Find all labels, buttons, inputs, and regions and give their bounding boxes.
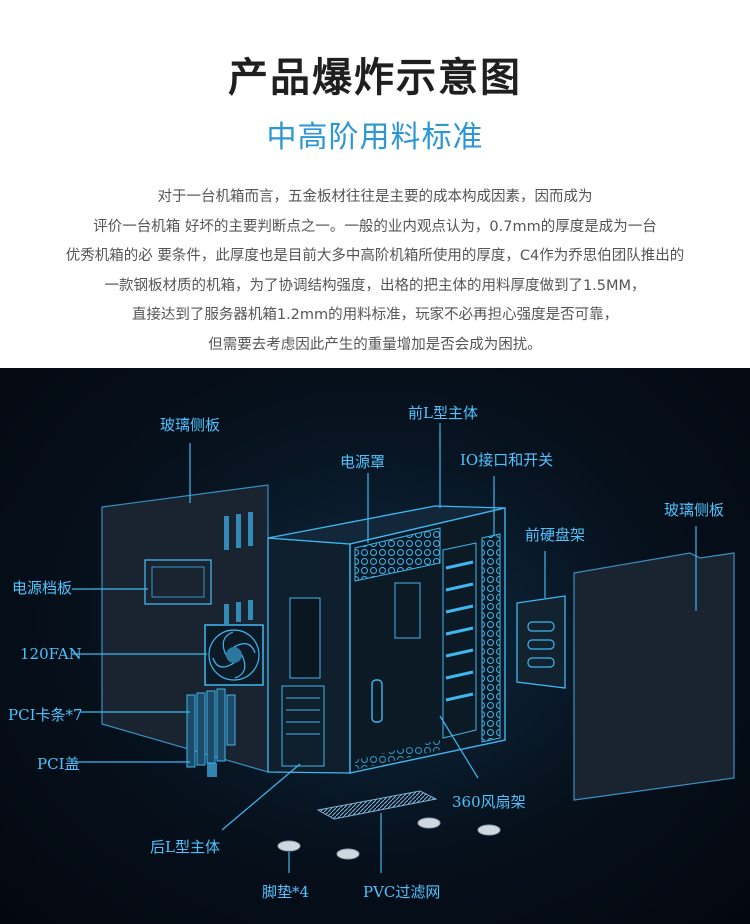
label-pci-card: PCI卡条*7 [8,706,83,724]
feet [277,817,501,860]
description-line: 直接达到了服务器机箱1.2mm的用料标准，玩家不必再担心强度是否可靠， [131,307,619,323]
exploded-view-diagram: 玻璃侧板 前L型主体 电源罩 IO接口和开关 玻璃侧板 前硬盘架 电源档板 12… [0,368,750,924]
description: 对于一台机箱而言，五金板材往往是主要的成本构成因素，因而成为 评价一台机箱 好坏… [0,183,750,360]
leader-lines [72,423,697,873]
label-psu-cover: 电源罩 [340,453,386,471]
pvc-filter [316,790,438,820]
label-front-l-body: 前L型主体 [408,404,478,422]
exploded-view-illustration [50,408,735,888]
description-line: 评价一台机箱 好坏的主要判断点之一。一般的业内观点认为，0.7mm的厚度是成为一… [93,218,657,235]
case-body [267,505,506,774]
pci-brackets [186,688,236,777]
label-rear-l-body: 后L型主体 [150,838,220,856]
page-title: 产品爆炸示意图 [228,55,522,101]
label-feet: 脚垫*4 [262,883,310,901]
front-hdd-bracket [516,595,566,689]
description-line: 对于一台机箱而言，五金板材往往是主要的成本构成因素，因而成为 [157,189,593,205]
description-line: 优秀机箱的必 要条件，此厚度也是目前大多中高阶机箱所使用的厚度，C4作为乔思伯团… [65,248,685,264]
label-pci-cover: PCI盖 [37,755,80,773]
label-fan-360-bracket: 360风扇架 [452,793,526,811]
label-io-ports: IO接口和开关 [460,451,554,469]
right-glass-panel [573,552,735,801]
page-subtitle: 中高阶用料标准 [266,120,484,155]
fan-120 [204,624,264,686]
label-left-glass-panel: 玻璃侧板 [160,416,221,434]
description-line: 但需要去考虑因此产生的重量增加是否会成为困扰。 [208,336,542,353]
label-fan-120: 120FAN [20,645,82,663]
label-psu-bracket: 电源档板 [12,579,73,597]
description-line: 一款钢板材质的机箱，为了协调结构强度，出格的把主体的用料厚度做到了1.5MM， [104,277,646,294]
label-pvc-filter: PVC过滤网 [363,883,441,901]
intro-section: 产品爆炸示意图 中高阶用料标准 对于一台机箱而言，五金板材往往是主要的成本构成因… [0,0,750,368]
label-right-glass-panel: 玻璃侧板 [664,501,725,519]
label-front-hdd-bracket: 前硬盘架 [525,526,586,544]
